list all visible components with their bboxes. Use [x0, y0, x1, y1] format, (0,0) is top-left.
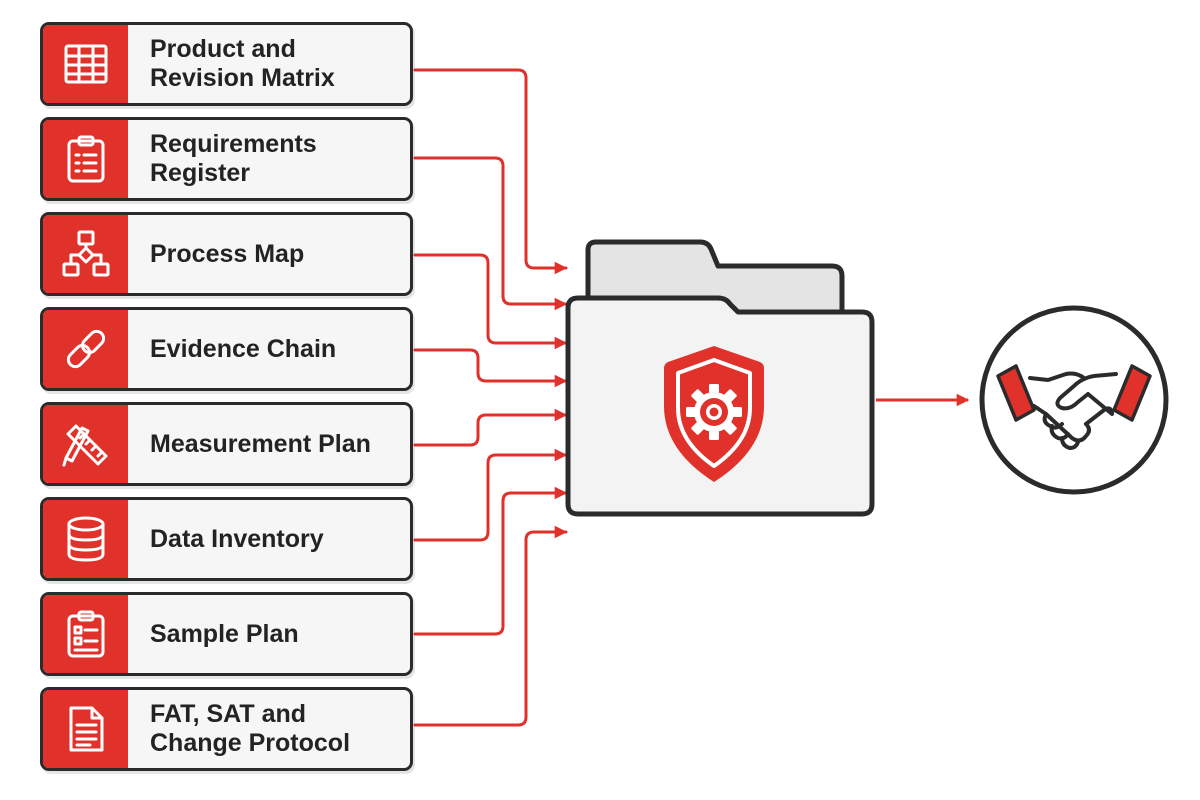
card-label: Data Inventory — [150, 524, 324, 553]
input-arrow — [413, 68, 568, 275]
card-label: Requirements Register — [150, 130, 317, 187]
input-card: Sample Plan — [40, 592, 413, 676]
card-icon-badge — [43, 25, 128, 103]
input-card: Product and Revision Matrix — [40, 22, 413, 106]
clipboard-list-icon — [67, 135, 104, 183]
folder-with-shield-gear-icon — [565, 239, 875, 517]
card-icon-badge — [43, 120, 128, 198]
table-icon — [64, 44, 107, 84]
input-card: Requirements Register — [40, 117, 413, 201]
handshake-icon — [979, 305, 1169, 495]
card-icon-badge — [43, 310, 128, 388]
input-card: Process Map — [40, 212, 413, 296]
card-icon-badge — [43, 595, 128, 673]
document-icon — [69, 706, 103, 752]
gear-icon — [686, 384, 742, 440]
input-card: Evidence Chain — [40, 307, 413, 391]
card-icon-badge — [43, 215, 128, 293]
checklist-clipboard-icon — [67, 610, 104, 658]
input-arrow — [413, 408, 568, 447]
database-icon — [67, 516, 104, 562]
input-arrow — [413, 156, 568, 311]
input-arrow — [413, 348, 568, 388]
input-card: Data Inventory — [40, 497, 413, 581]
card-label: Process Map — [150, 239, 305, 268]
chain-link-icon — [66, 329, 105, 369]
card-label: FAT, SAT and Change Protocol — [150, 700, 351, 757]
input-arrow — [413, 448, 568, 542]
card-icon-badge — [43, 690, 128, 768]
input-card: Measurement Plan — [40, 402, 413, 486]
card-label: Measurement Plan — [150, 429, 371, 458]
input-arrow — [413, 486, 568, 636]
input-card: FAT, SAT and Change Protocol — [40, 687, 413, 771]
card-label: Product and Revision Matrix — [150, 35, 335, 92]
card-label: Sample Plan — [150, 619, 299, 648]
card-label: Evidence Chain — [150, 334, 337, 363]
card-icon-badge — [43, 405, 128, 483]
input-arrow — [413, 525, 568, 727]
card-icon-badge — [43, 500, 128, 578]
flowchart-icon — [62, 230, 109, 277]
ruler-caliper-icon — [62, 424, 107, 467]
input-arrow — [413, 253, 568, 350]
